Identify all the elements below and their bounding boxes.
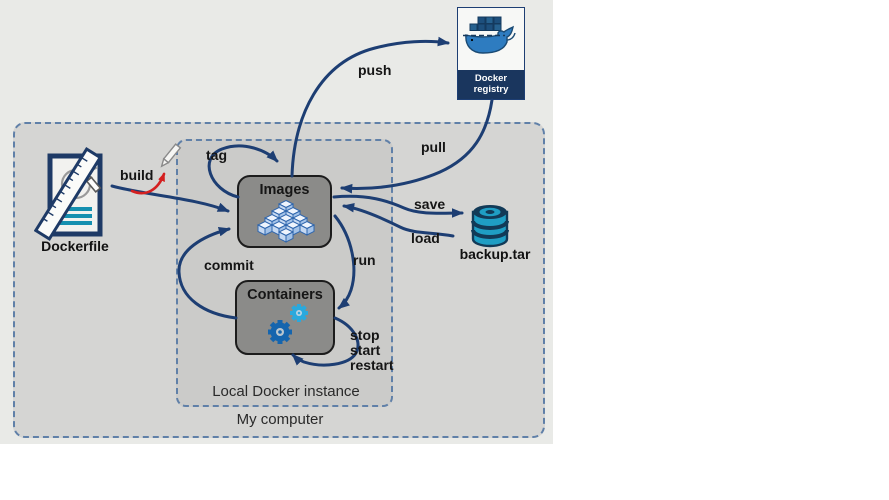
stacked-cubes-icon: [257, 200, 315, 243]
edge-tag-label: tag: [206, 147, 227, 163]
node-images: Images: [237, 175, 332, 248]
blueprint-document-icon: [34, 146, 103, 242]
images-title: Images: [259, 182, 310, 198]
node-containers: Containers: [235, 280, 335, 355]
edge-stop-label: stop: [350, 327, 380, 343]
docker-whale-icon: [458, 8, 524, 70]
edge-save-label: save: [414, 196, 446, 212]
backup-tar-label: backup.tar: [459, 246, 531, 262]
local-docker-instance-label: Local Docker instance: [212, 383, 360, 400]
edge-build-label: build: [120, 167, 154, 183]
edge-pull-label: pull: [421, 139, 446, 155]
registry-label-line2: registry: [473, 84, 509, 95]
edge-stop-start-restart-label: stop start restart: [350, 328, 394, 373]
pencil-icon: [160, 143, 182, 168]
large-gear: [268, 320, 292, 344]
whale-eye: [470, 38, 474, 42]
edge-load-label: load: [411, 230, 440, 246]
edge-commit-label: commit: [204, 257, 254, 273]
dockerfile-label: Dockerfile: [41, 238, 109, 254]
edge-restart-label: restart: [350, 357, 394, 373]
container-stack: [469, 16, 502, 31]
whale-tail: [506, 32, 516, 41]
whale-body: [465, 25, 514, 54]
edge-run-label: run: [353, 252, 376, 268]
small-gear: [290, 304, 308, 322]
gears-icon: [268, 304, 308, 344]
registry-label: Docker registry: [458, 70, 524, 99]
containers-title: Containers: [247, 287, 323, 303]
edge-push-label: push: [358, 62, 392, 78]
node-docker-registry: Docker registry: [457, 7, 525, 100]
ruler: [34, 146, 103, 242]
my-computer-label: My computer: [236, 411, 324, 428]
edge-start-label: start: [350, 342, 381, 358]
registry-label-line1: Docker: [474, 73, 508, 84]
database-cylinder-icon: [471, 205, 509, 248]
